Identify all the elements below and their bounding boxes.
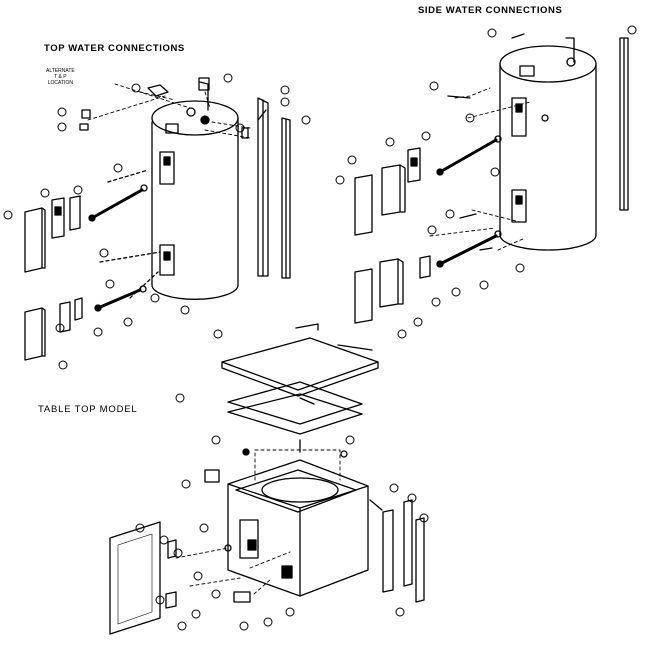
table-top-model-caption: TABLE TOP MODEL (38, 404, 138, 415)
lower-element-assembly (24, 251, 161, 361)
table-top-cabinet (109, 323, 425, 635)
top-water-connections-caption: TOP WATER CONNECTIONS (44, 43, 185, 54)
alternate-tp-location-note: ALTERNATE T & P LOCATION (46, 68, 75, 86)
part-callout-markers (3, 25, 637, 631)
top-connection-tank (151, 77, 291, 300)
side-section-leaders (429, 101, 531, 251)
top-section-small-parts (79, 84, 249, 139)
upper-element-assembly (24, 169, 149, 273)
side-upper-element-assembly (354, 87, 502, 236)
side-water-connections-caption: SIDE WATER CONNECTIONS (418, 5, 563, 16)
side-connection-tank (499, 33, 629, 251)
note-line-2: T & P (54, 74, 67, 80)
note-line-3: LOCATION (47, 80, 73, 86)
note-line-1: ALTERNATE (46, 68, 75, 74)
side-lower-element-assembly (354, 213, 502, 324)
